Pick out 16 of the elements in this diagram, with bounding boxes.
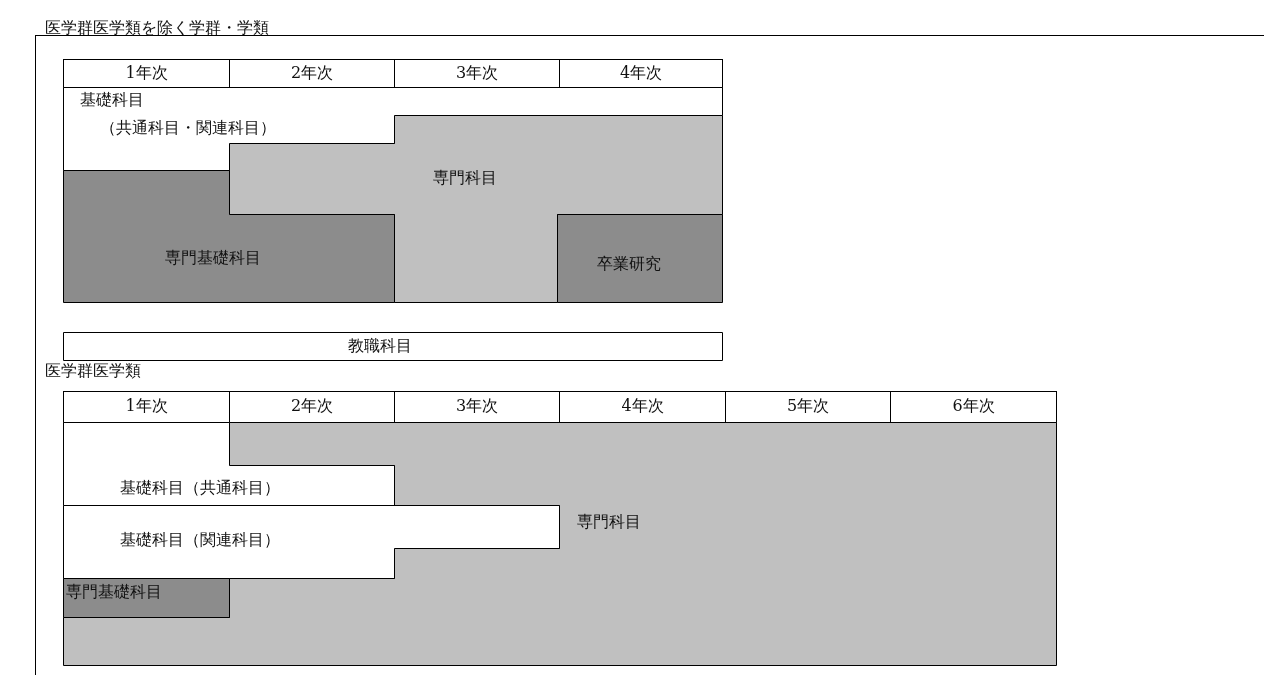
area-label: 基礎科目（共通科目） (120, 478, 280, 498)
area-label: 専門科目 (433, 168, 497, 188)
year-header-cell: 6年次 (890, 391, 1057, 423)
section-heading: 医学群医学類を除く学群・学類 (45, 18, 269, 38)
area-label: 基礎科目（関連科目） (120, 530, 280, 550)
area-label: （共通科目・関連科目） (100, 118, 276, 138)
area-label: 専門基礎科目 (165, 248, 261, 268)
area-label: 教職科目 (348, 336, 412, 356)
year-header-cell: 1年次 (63, 59, 230, 88)
area-label: 専門科目 (577, 512, 641, 532)
area-label: 基礎科目 (80, 90, 144, 110)
area-label: 専門基礎科目 (66, 582, 162, 602)
area-label: 卒業研究 (597, 254, 661, 274)
year-header-cell: 4年次 (559, 59, 723, 88)
section-heading: 医学群医学類 (45, 361, 141, 381)
year-header-cell: 1年次 (63, 391, 230, 423)
